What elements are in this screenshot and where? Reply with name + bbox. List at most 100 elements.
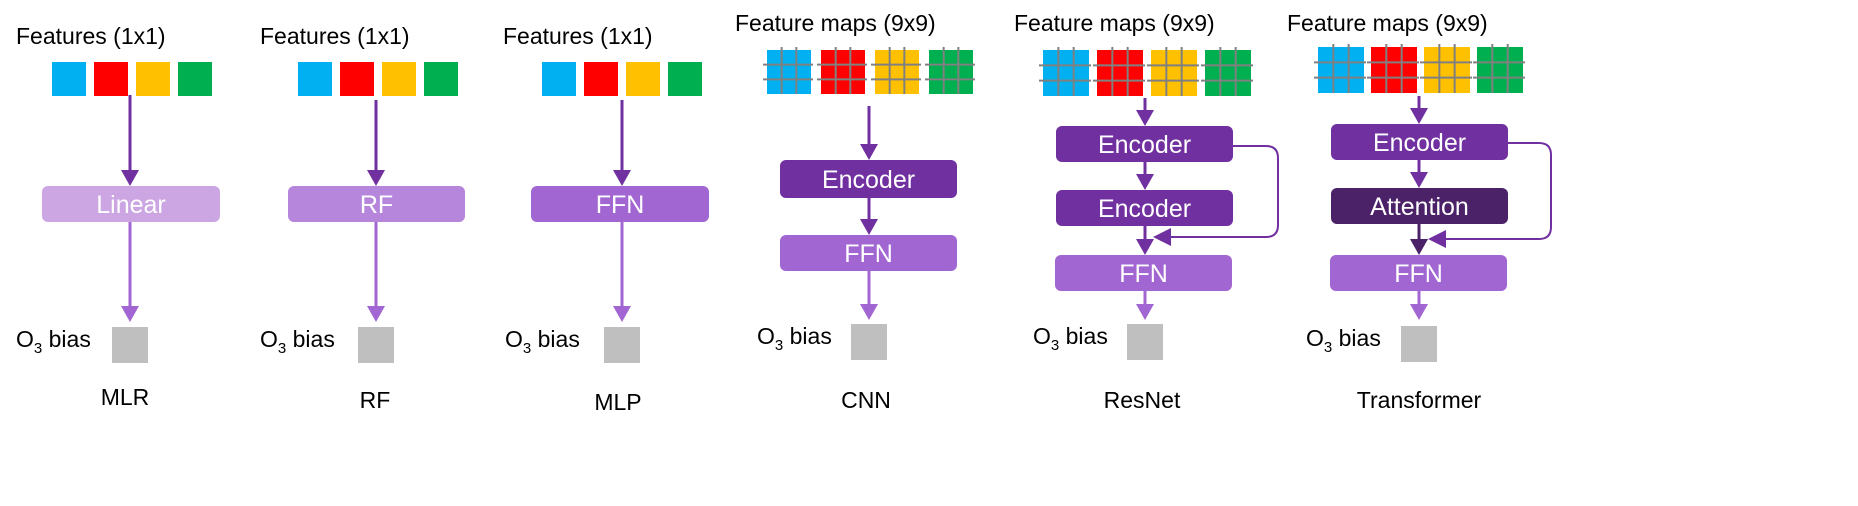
model-name: Transformer <box>1357 387 1482 413</box>
feature-blue <box>298 62 332 96</box>
arrow-head <box>121 170 139 186</box>
block-label: Encoder <box>822 166 915 194</box>
arrow-head <box>1136 239 1154 255</box>
block-label: FFN <box>844 240 893 268</box>
block-linear: Linear <box>42 186 220 222</box>
feature-red <box>94 62 128 96</box>
bias-label-rest: bias <box>42 326 91 352</box>
arrow-head <box>121 306 139 322</box>
rf-block <box>288 186 465 222</box>
bias-label-main: O <box>260 326 278 352</box>
model-name: MLR <box>101 384 150 410</box>
feature-square <box>52 62 86 96</box>
arrow-between-blocks <box>860 198 878 235</box>
arrow-output <box>1410 291 1428 320</box>
feature-square <box>94 62 128 96</box>
bias-label-rest: bias <box>1332 325 1381 351</box>
bias-label: O3 bias <box>505 326 580 357</box>
block-rf: RF <box>288 186 465 222</box>
arrow-head <box>1410 239 1428 255</box>
feature-square <box>1151 50 1197 96</box>
block-label: Attention <box>1370 193 1469 221</box>
ffn-block <box>1330 255 1507 291</box>
bias-output-square <box>112 327 148 363</box>
feature-square <box>1205 50 1251 96</box>
feature-squares <box>298 62 458 96</box>
feature-squares <box>763 47 975 94</box>
feature-square <box>136 62 170 96</box>
arrow-head <box>860 219 878 235</box>
arrow-head <box>1136 110 1154 126</box>
bias-label-subscript: 3 <box>1324 339 1332 356</box>
block-label: FFN <box>1394 260 1443 288</box>
panel-transformer: Feature maps (9x9)EncoderAttentionFFNO3 … <box>1287 10 1552 413</box>
bias-output-square <box>358 327 394 363</box>
block-label: FFN <box>596 191 645 219</box>
block-ffn: FFN <box>780 235 957 271</box>
bias-label: O3 bias <box>757 323 832 354</box>
feature-green <box>1473 44 1525 93</box>
skip-line <box>1169 145 1279 238</box>
ffn-block <box>1055 255 1232 291</box>
arrow-input <box>613 100 631 186</box>
arrow-head <box>1136 174 1154 190</box>
skip-line <box>1444 142 1552 240</box>
feature-yellow <box>382 62 416 96</box>
arrow-output <box>367 222 385 322</box>
attention-block <box>1331 188 1508 224</box>
feature-red <box>1367 44 1419 93</box>
feature-square <box>584 62 618 96</box>
feature-yellow <box>136 62 170 96</box>
bias-label-main: O <box>757 323 775 349</box>
arrow-head <box>367 306 385 322</box>
skip-arrow-head <box>1428 230 1446 248</box>
bias-output-square <box>851 324 887 360</box>
feature-red <box>817 47 867 94</box>
block-encoder: Encoder <box>1056 190 1233 226</box>
bias-output-square <box>1401 326 1437 362</box>
bias-label-subscript: 3 <box>1051 337 1059 354</box>
bias-label: O3 bias <box>16 326 91 357</box>
bias-output-square <box>1127 324 1163 360</box>
feature-yellow <box>1147 47 1199 96</box>
input-label: Features (1x1) <box>16 23 166 49</box>
arrow-output <box>613 222 631 322</box>
feature-square <box>382 62 416 96</box>
bias-label: O3 bias <box>1033 323 1108 354</box>
ffn-block <box>531 186 709 222</box>
feature-square <box>626 62 660 96</box>
input-label: Feature maps (9x9) <box>1287 10 1488 36</box>
feature-green <box>424 62 458 96</box>
arrow-output <box>860 271 878 320</box>
block-attention: Attention <box>1331 188 1508 224</box>
input-label: Features (1x1) <box>503 23 653 49</box>
bias-label-main: O <box>1033 323 1051 349</box>
arrow-head <box>613 306 631 322</box>
feature-yellow <box>871 47 921 94</box>
feature-squares <box>1314 44 1525 93</box>
skip-arrow-head <box>1153 228 1171 246</box>
bias-label-rest: bias <box>531 326 580 352</box>
arrow-between-blocks <box>1410 224 1428 255</box>
feature-yellow <box>1420 44 1472 93</box>
arrow-output <box>121 222 139 322</box>
arrow-head <box>860 144 878 160</box>
arrow-head <box>1410 108 1428 124</box>
skip-connection <box>1153 145 1279 246</box>
feature-green <box>1201 47 1253 96</box>
arrow-output <box>1136 291 1154 320</box>
bias-label-subscript: 3 <box>278 340 286 357</box>
block-label: FFN <box>1119 260 1168 288</box>
arrow-head <box>1410 304 1428 320</box>
block-label: Encoder <box>1098 195 1191 223</box>
feature-yellow <box>626 62 660 96</box>
arrow-head <box>367 170 385 186</box>
feature-square <box>668 62 702 96</box>
arrow-head <box>860 304 878 320</box>
bias-label: O3 bias <box>1306 325 1381 356</box>
feature-square <box>821 50 865 94</box>
bias-label-main: O <box>505 326 523 352</box>
